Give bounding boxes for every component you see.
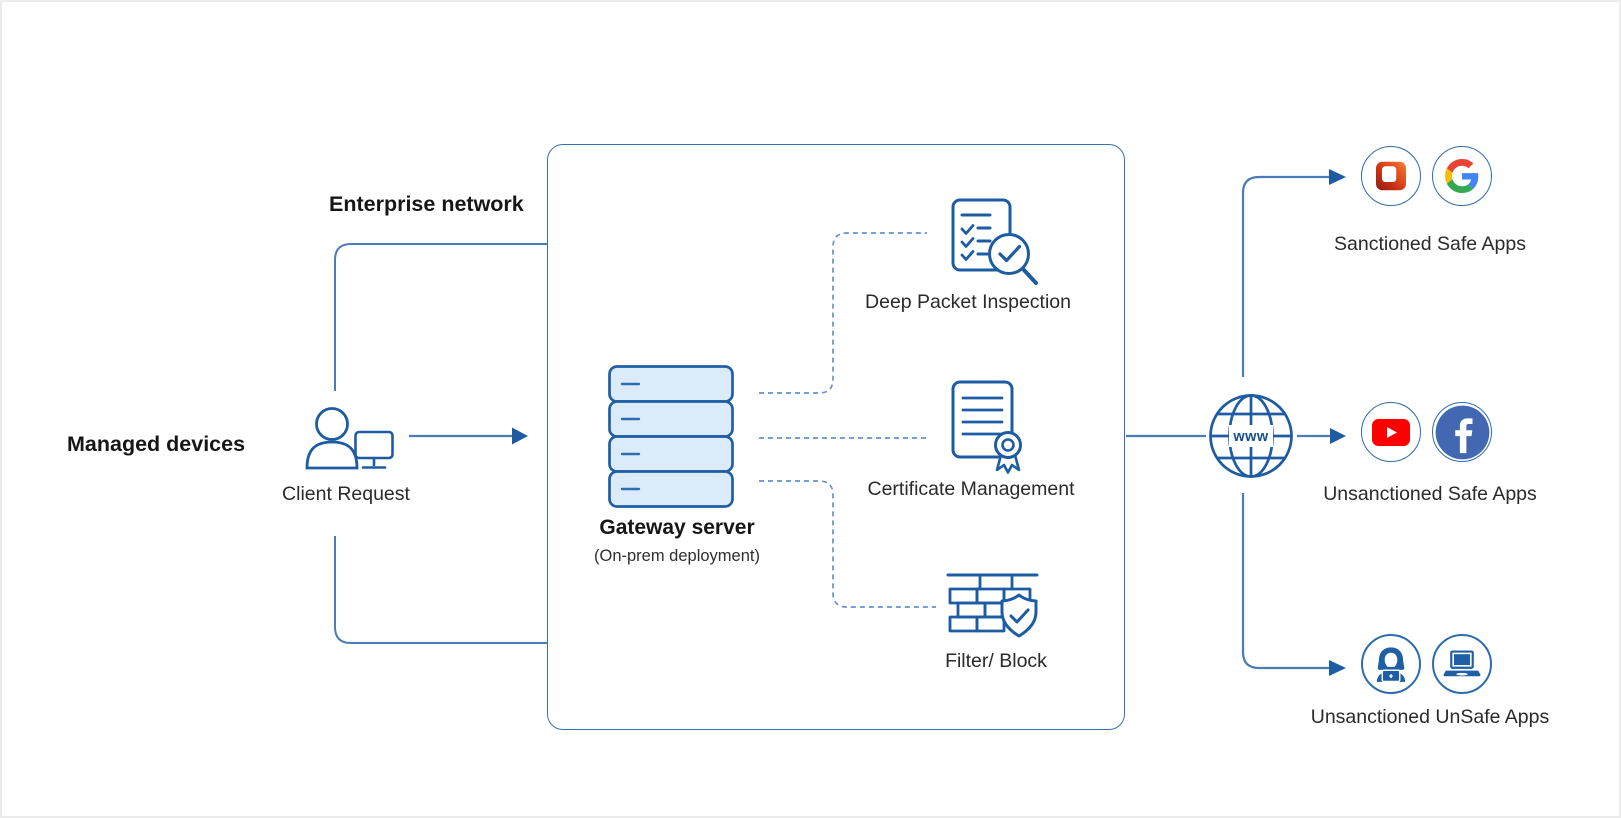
firewall-icon: [946, 573, 1039, 638]
client-request-label: Client Request: [282, 483, 410, 505]
connector-filter-block: [759, 480, 936, 608]
connector-deep-packet-inspection: [759, 232, 927, 394]
enterprise-network-label: Enterprise network: [329, 192, 524, 216]
google-icon: [1432, 146, 1492, 206]
app-group-label-unsanctioned-safe: Unsanctioned Safe Apps: [1323, 483, 1537, 505]
gateway-feature-connectors: [759, 232, 936, 608]
certificate-icon: [951, 380, 1022, 474]
gateway-title: Gateway server: [599, 516, 755, 539]
app-group-label-unsanctioned-unsafe: Unsanctioned UnSafe Apps: [1310, 706, 1550, 728]
gateway-subtitle: (On-prem deployment): [594, 547, 760, 565]
gateway-box: [547, 144, 1125, 730]
gateway-server-icon: [608, 365, 734, 508]
globe-www-label: www: [1232, 429, 1269, 445]
gateway-caption: Gateway server (On-prem deployment): [546, 516, 808, 566]
managed-devices-label: Managed devices: [67, 432, 246, 456]
internet-to-apps-arrows: [1241, 169, 1346, 676]
feature-label-certificate-management: Certificate Management: [867, 478, 1075, 500]
laptop-icon: [1432, 634, 1492, 694]
facebook-icon: [1432, 402, 1492, 462]
app-group-label-sanctioned-safe: Sanctioned Safe Apps: [1334, 233, 1526, 255]
globe-www-icon: www: [1209, 394, 1293, 478]
microsoft-office-icon: [1361, 146, 1421, 206]
feature-label-deep-packet-inspection: Deep Packet Inspection: [865, 291, 1071, 313]
client-device-icon: [305, 407, 394, 470]
packet-inspection-icon: [951, 198, 1038, 285]
feature-label-filter-block: Filter/ Block: [945, 650, 1047, 672]
hacker-icon: [1361, 634, 1421, 694]
client-bracket-lines: [334, 243, 547, 644]
arrow-to-unsanctioned-unsafe-apps: [1241, 493, 1329, 670]
arrow-to-sanctioned-apps: [1241, 175, 1329, 377]
youtube-icon: [1361, 402, 1421, 462]
client-to-gateway-arrow: [409, 427, 528, 445]
